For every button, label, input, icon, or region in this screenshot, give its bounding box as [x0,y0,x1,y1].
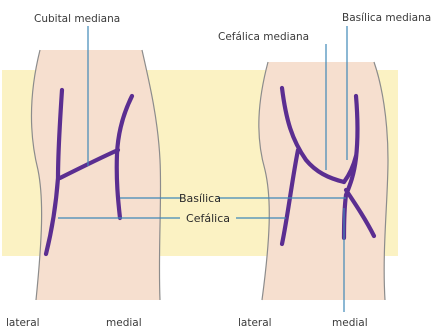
label-left-medial: medial [106,317,142,329]
label-left-lateral: lateral [6,317,40,329]
label-right-medial: medial [332,317,368,329]
right-arm-skin [259,62,388,300]
left-arm-skin [31,50,160,300]
label-cubital-mediana: Cubital mediana [34,13,120,25]
label-right-lateral: lateral [238,317,272,329]
right-arm [259,62,388,300]
label-basilica: Basílica [179,192,221,205]
left-arm [31,50,160,300]
label-basilica-mediana: Basílica mediana [342,12,431,24]
label-cefalica: Cefálica [186,212,230,225]
label-cefalica-mediana: Cefálica mediana [218,31,309,43]
